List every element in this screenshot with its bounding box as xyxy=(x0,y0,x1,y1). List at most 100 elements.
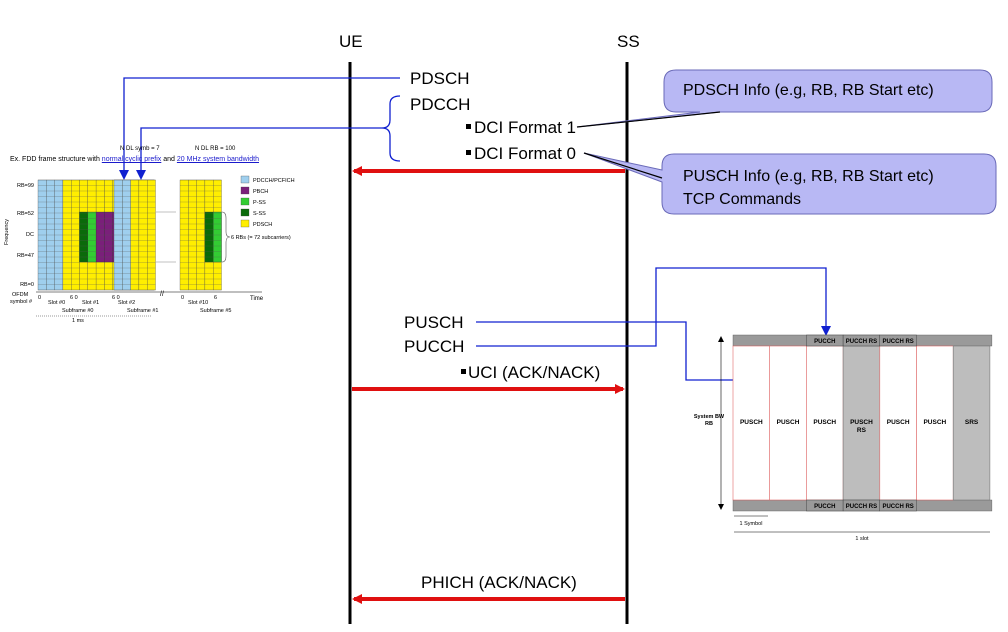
rb-label: RB=99 xyxy=(17,183,34,189)
symbol-tick: 0 xyxy=(181,295,184,301)
time-label: Time xyxy=(250,296,264,302)
system-bw-label: RB xyxy=(705,421,713,427)
legend-swatch xyxy=(240,186,250,195)
symbol-label: 1 Symbol xyxy=(740,521,763,527)
fdd-caption-mid: and xyxy=(161,156,177,163)
center-rb-cell xyxy=(79,211,88,263)
column-label: PUSCH xyxy=(813,419,836,426)
dci1-connector xyxy=(576,111,721,128)
center-rb-cell xyxy=(204,211,214,263)
pucch-top-label: PUCCH RS xyxy=(846,339,877,345)
slot-column xyxy=(916,345,954,501)
column-label: RS xyxy=(857,427,867,434)
column-label: PUSCH xyxy=(777,419,800,426)
center-rb-cell xyxy=(213,211,222,263)
rb-brace xyxy=(221,211,231,263)
symbol-tick: 6 0 xyxy=(70,295,78,301)
symbol-tick: 6 xyxy=(214,295,217,301)
fdd-caption-link2[interactable]: 20 MHz system bandwidth xyxy=(176,156,259,163)
fdd-caption: Ex. FDD frame structure with normal cycl… xyxy=(10,156,259,163)
center-rb-cell xyxy=(95,211,105,263)
uci-bullet xyxy=(461,369,466,374)
center-rb-cell xyxy=(104,211,113,263)
pusch-info-text-1: PUSCH Info (e.g, RB, RB Start etc) xyxy=(683,168,934,185)
slot-label: Slot #2 xyxy=(118,300,135,306)
pdcch-label: PDCCH xyxy=(410,95,471,114)
pusch-pointer xyxy=(476,321,746,385)
pusch-info-text-2: TCP Commands xyxy=(683,191,801,208)
column-label: PUSCH xyxy=(887,419,910,426)
legend-label: PBCH xyxy=(253,189,268,195)
pdcch-brace xyxy=(381,95,401,162)
arrow-head xyxy=(718,504,724,510)
rb-brace-label: 6 RBs (= 72 subcarriers) xyxy=(231,235,291,241)
pusch-info-callout xyxy=(583,152,997,215)
center-rb-cell xyxy=(87,211,97,263)
pucch-cell xyxy=(879,334,917,347)
fdd-caption-prefix: Ex. FDD frame structure with xyxy=(10,156,102,163)
pucch-pointer xyxy=(476,267,831,347)
frequency-label: Frequency xyxy=(4,219,10,245)
pdcch-pointer xyxy=(136,127,382,180)
slot-label: Slot #0 xyxy=(48,300,65,306)
subframe-label: Subframe #5 xyxy=(200,308,232,314)
pusch-label: PUSCH xyxy=(404,313,464,332)
ofdm-symbol-label: OFDM xyxy=(12,292,29,298)
ofdm-symbol-label: symbol # xyxy=(10,299,33,305)
break-marker: // xyxy=(160,291,164,298)
slot-label: Slot #10 xyxy=(188,300,208,306)
pucch-top-label: PUCCH xyxy=(814,339,835,345)
legend-swatch xyxy=(240,197,250,206)
slot-column xyxy=(732,345,771,501)
column-label: PUSCH xyxy=(740,419,763,426)
dci-format-1-label: DCI Format 1 xyxy=(474,118,577,137)
column-label: SRS xyxy=(965,419,979,426)
uci-label: UCI (ACK/NACK) xyxy=(468,363,601,382)
slot-column xyxy=(806,345,844,501)
rb-label: RB=0 xyxy=(20,282,34,288)
pucch-bottom-label: PUCCH RS xyxy=(882,504,913,510)
column-label: PUSCH xyxy=(923,419,946,426)
legend-label: S-SS xyxy=(253,211,266,217)
ss-label: SS xyxy=(617,32,640,51)
legend-swatch xyxy=(240,175,250,184)
symbol-tick: 6 0 xyxy=(112,295,120,301)
rb-label: RB=47 xyxy=(17,253,34,259)
subframe-label: Subframe #0 xyxy=(62,308,94,314)
system-bw-label: System BW xyxy=(694,414,725,420)
slot-column xyxy=(952,345,991,501)
dci1-bullet xyxy=(466,124,471,129)
pucch-bottom-label: PUCCH xyxy=(814,504,835,510)
dci0-bullet xyxy=(466,150,471,155)
pdsch-info-text: PDSCH Info (e.g, RB, RB Start etc) xyxy=(683,82,934,99)
dci-format-0-label: DCI Format 0 xyxy=(474,144,577,163)
pucch-label: PUCCH xyxy=(404,337,465,356)
ue-label: UE xyxy=(339,32,363,51)
legend-swatch xyxy=(240,219,250,228)
column-label: PUSCH xyxy=(850,419,873,426)
legend-label: P-SS xyxy=(253,200,266,206)
phich-label: PHICH (ACK/NACK) xyxy=(421,573,577,592)
rb-label: DC xyxy=(26,232,34,238)
legend-swatch xyxy=(240,208,250,217)
ms-label: 1 ms xyxy=(72,318,84,324)
arrow-head xyxy=(718,336,724,342)
n-rb-label: N DL RB = 100 xyxy=(195,146,236,152)
subframe-label: Subframe #1 xyxy=(127,308,159,314)
slot-label: Slot #1 xyxy=(82,300,99,306)
slot-label: 1 slot xyxy=(855,536,869,542)
dci0-connector xyxy=(583,152,663,179)
n-symb-label: N DL symb = 7 xyxy=(120,146,160,152)
pdsch-label: PDSCH xyxy=(410,69,470,88)
rb-label: RB=52 xyxy=(17,211,34,217)
pucch-bottom-label: PUCCH RS xyxy=(846,504,877,510)
legend-label: PDCCH/PCFICH xyxy=(253,178,295,184)
pdsch-pointer xyxy=(119,77,400,180)
legend-label: PDSCH xyxy=(253,222,272,228)
fdd-caption-link1[interactable]: normal cyclic prefix xyxy=(101,156,162,163)
slot-column xyxy=(769,345,807,501)
symbol-tick: 0 xyxy=(38,295,41,301)
